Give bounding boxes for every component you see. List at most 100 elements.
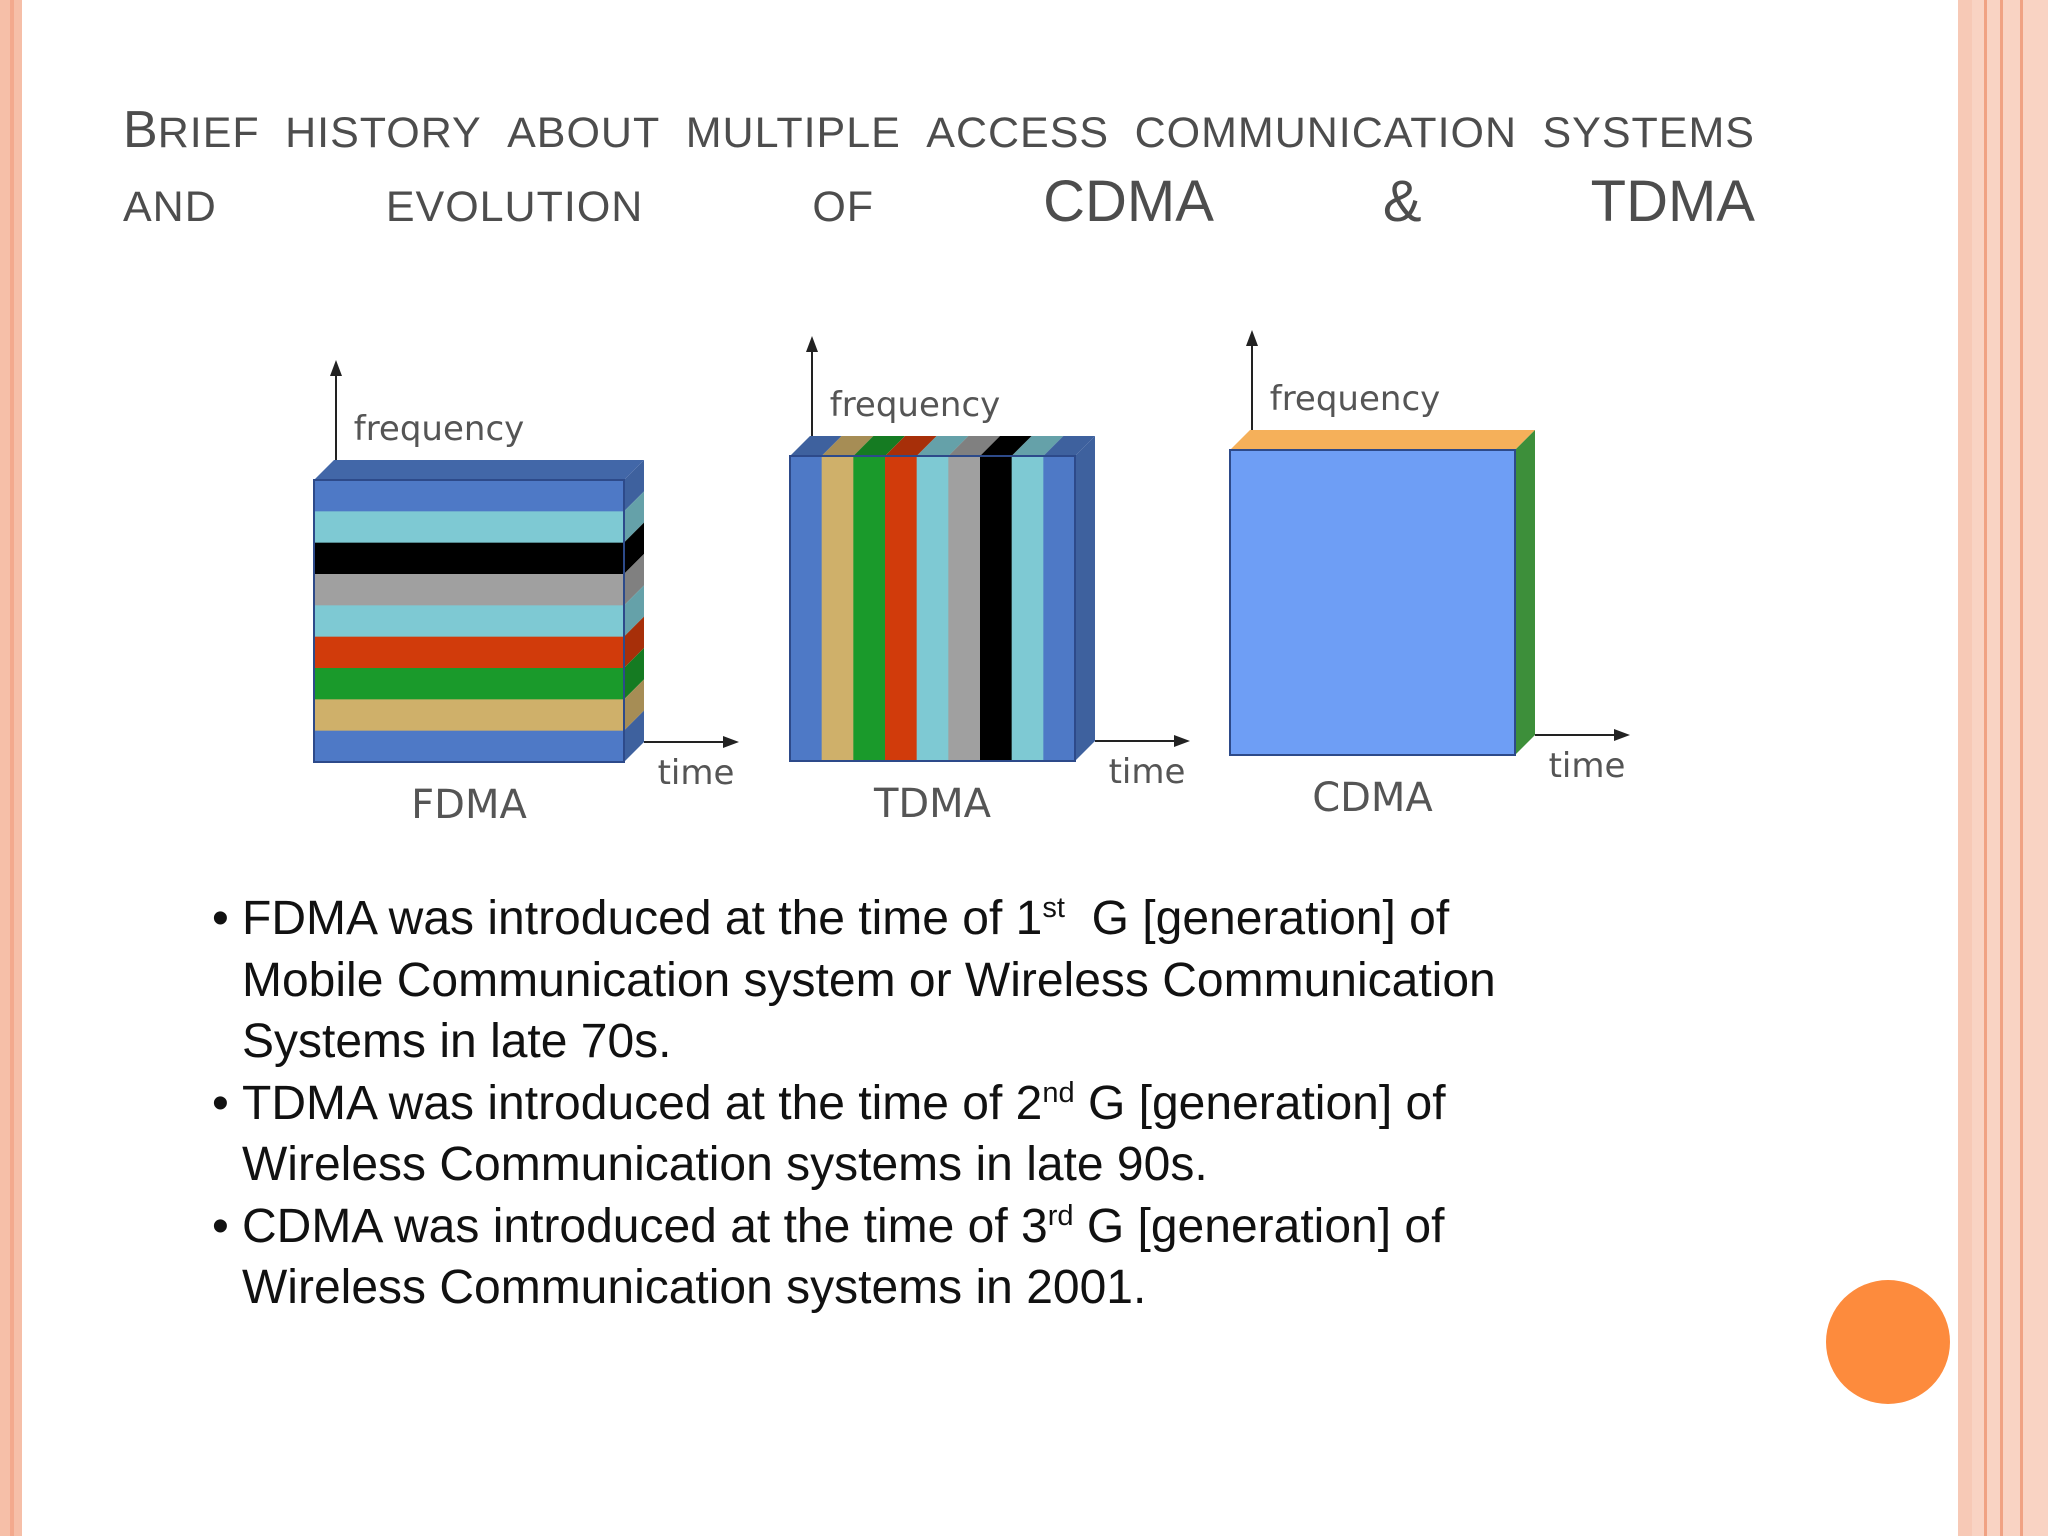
time-axis-arrowhead (1174, 735, 1190, 747)
time-axis-label: time (1549, 746, 1626, 786)
block-side (1515, 430, 1535, 755)
title-word: SYSTEMS (1542, 109, 1755, 157)
time-slot (821, 456, 854, 761)
bullet-marker: • (212, 1076, 229, 1130)
code-space (1230, 450, 1515, 755)
frequency-band (314, 605, 624, 638)
time-slot-top (821, 436, 874, 456)
scheme-label: CDMA (1312, 775, 1433, 821)
time-slot-top (885, 436, 937, 456)
title-word: COMMUNICATION (1134, 109, 1518, 157)
block-top (1230, 430, 1535, 450)
title-word: TDMA (1590, 169, 1755, 234)
bullet-text: FDMA was introduced at the time of 1 (242, 892, 1043, 945)
time-slot (1011, 456, 1044, 761)
time-axis-label: time (1109, 752, 1186, 792)
frequency-axis-arrowhead (806, 336, 818, 352)
slide-left-border (0, 0, 22, 1536)
bullet-text: TDMA was introduced at the time of 2 (242, 1076, 1043, 1130)
time-slot-top (948, 436, 1000, 456)
frequency-band (314, 542, 624, 575)
title-word: OF (812, 183, 875, 231)
title-word: ACCESS (926, 109, 1110, 157)
time-slot (948, 456, 981, 761)
bullet-text: Wireless Communication systems in 2001. (242, 1261, 1147, 1314)
title-word: AND (123, 183, 217, 231)
ordinal-suffix: nd (1042, 1076, 1075, 1109)
slide-right-border (1958, 0, 1972, 1536)
frequency-band-side (624, 648, 644, 700)
ordinal-suffix: st (1042, 892, 1065, 924)
time-slot-top (853, 436, 905, 456)
title-word: BRIEF (123, 101, 260, 159)
time-slot-top (790, 436, 842, 456)
time-axis-arrowhead (723, 736, 739, 748)
bullet-text: Wireless Communication systems in late 9… (242, 1138, 1208, 1191)
title-word: & (1382, 169, 1422, 234)
time-slot (1043, 456, 1076, 761)
title-line-2: AND EVOLUTION OF CDMA & TDMA (123, 168, 1755, 236)
time-axis-label: time (658, 753, 735, 793)
time-slot (790, 456, 823, 761)
time-slot (885, 456, 918, 761)
frequency-band-side (624, 554, 644, 606)
slide-title: BRIEF HISTORY ABOUT MULTIPLE ACCESS COMM… (123, 100, 1755, 236)
frequency-axis-label: frequency (830, 385, 1001, 425)
time-slot (980, 456, 1013, 761)
frequency-band (314, 511, 624, 544)
title-word: EVOLUTION (385, 183, 644, 231)
time-slot-top (916, 436, 969, 456)
frequency-band-side (624, 710, 644, 762)
frequency-axis-label: frequency (354, 409, 525, 449)
bullet-marker: • (212, 892, 229, 945)
title-word: MULTIPLE (685, 109, 901, 157)
frequency-band-side (624, 522, 644, 574)
ordinal-suffix: rd (1047, 1199, 1074, 1232)
slide-right-stripe (2020, 0, 2023, 1536)
time-slot-top (1011, 436, 1064, 456)
frequency-band (314, 574, 624, 606)
bullet-marker: • (212, 1199, 229, 1253)
frequency-band (314, 730, 624, 763)
title-line-1: BRIEF HISTORY ABOUT MULTIPLE ACCESS COMM… (123, 100, 1755, 168)
frequency-band (314, 480, 624, 512)
time-slot (853, 456, 886, 761)
slide-right-stripe (1984, 0, 1987, 1536)
block-side (1075, 436, 1095, 761)
block-top (314, 460, 644, 480)
bullet-text: G [generation] of (1074, 1076, 1446, 1130)
bullet-text: CDMA was introduced at the time of 3 (242, 1199, 1048, 1253)
time-axis-arrowhead (1614, 729, 1630, 741)
title-word: ABOUT (507, 109, 661, 157)
frequency-axis-arrowhead (1246, 330, 1258, 346)
bullet-text: Mobile Communication system or Wireless … (242, 953, 1496, 1007)
bullet-text: G [generation] of (1064, 892, 1450, 945)
block-outline (313, 479, 625, 763)
frequency-band (314, 668, 624, 700)
block-outline (789, 455, 1076, 762)
frequency-band-side (624, 679, 644, 731)
bullet-item-tdma: • TDMA was introduced at the time of 2nd… (212, 1073, 1712, 1196)
frequency-axis-arrowhead (330, 360, 342, 376)
slide-right-stripe (2000, 0, 2003, 1536)
title-word: CDMA (1043, 169, 1214, 234)
bullet-item-fdma: • FDMA was introduced at the time of 1st… (212, 888, 1712, 1073)
scheme-label: TDMA (873, 781, 992, 827)
frequency-band (314, 636, 624, 669)
frequency-axis-label: frequency (1270, 379, 1441, 419)
frequency-band (314, 699, 624, 732)
time-slot-top (1043, 436, 1095, 456)
bullet-item-cdma: • CDMA was introduced at the time of 3rd… (212, 1196, 1712, 1319)
bullet-list: • FDMA was introduced at the time of 1st… (212, 888, 1712, 1319)
frequency-band-side (624, 460, 644, 512)
decorative-orange-circle (1826, 1280, 1950, 1404)
time-slot-top (980, 436, 1032, 456)
frequency-band-side (624, 491, 644, 543)
scheme-label: FDMA (411, 782, 527, 828)
time-slot (916, 456, 949, 761)
frequency-band-side (624, 585, 644, 637)
bullet-text: Systems in late 70s. (242, 1015, 672, 1068)
block-outline (1229, 449, 1516, 756)
